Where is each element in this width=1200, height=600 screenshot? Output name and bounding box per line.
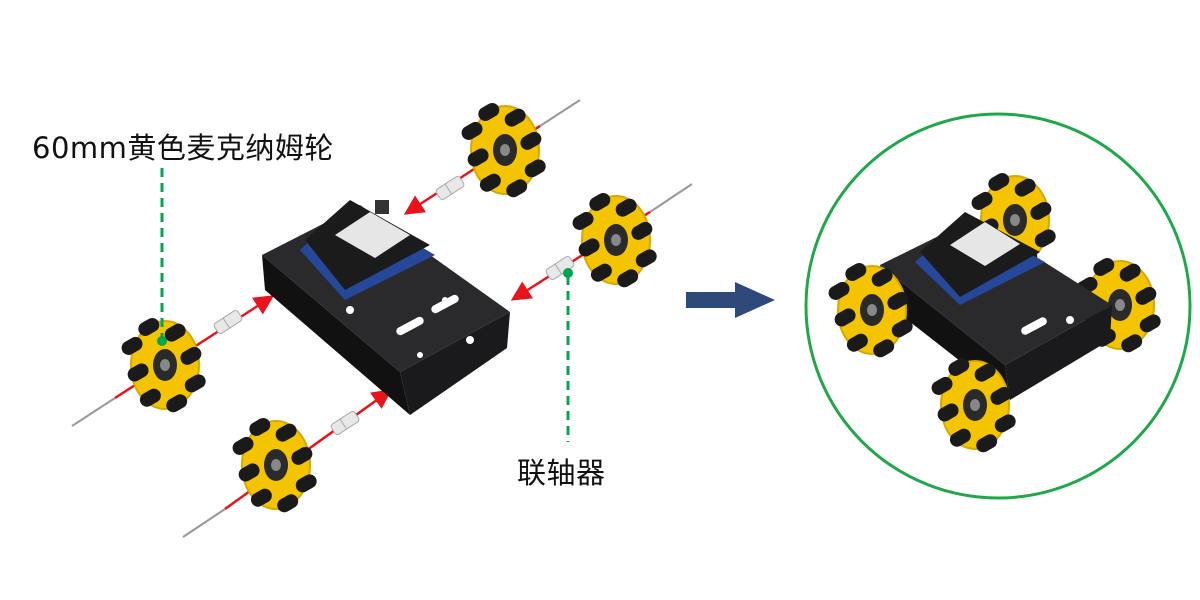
assembled-view-circle [804,112,1192,500]
wheel-left [118,314,210,416]
callout-lines [160,168,570,442]
wheel-label: 60mm黄色麦克纳姆轮 [32,131,334,165]
wheel-top [458,99,550,201]
wheel-right [569,189,661,291]
coupling-label: 联轴器 [517,456,606,490]
arrow-right-icon [686,282,775,318]
chassis [262,200,510,415]
callout-dot-coupling [563,268,573,278]
callout-dot-wheel [157,336,167,346]
axle-rods [71,99,693,538]
assembled-car [825,169,1165,456]
wheel-bottom [229,414,321,516]
